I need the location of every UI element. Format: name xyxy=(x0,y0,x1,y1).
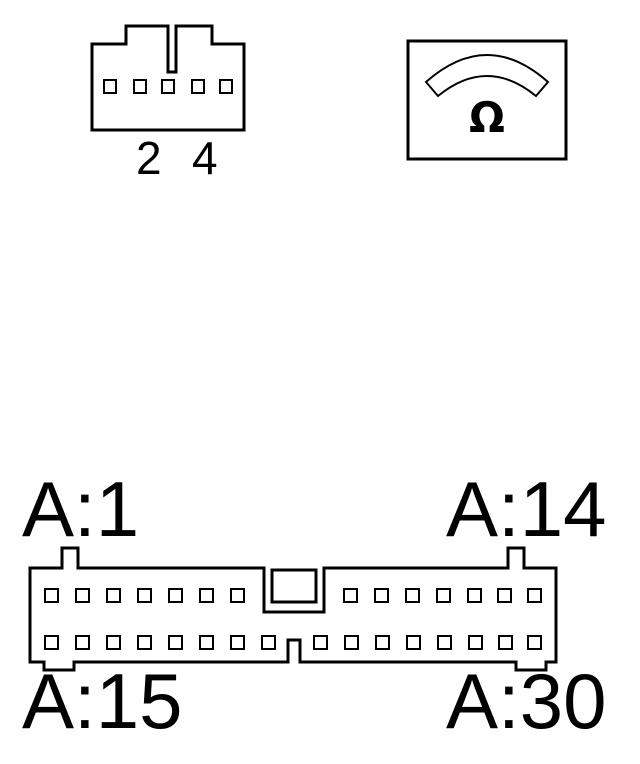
bottom-pin-cavity xyxy=(406,635,421,650)
small-connector-pins xyxy=(103,79,233,94)
label-a14: A:14 xyxy=(446,465,606,553)
label-a1: A:1 xyxy=(22,465,139,553)
top-pin-cavity xyxy=(44,588,59,603)
meter-scale-arc xyxy=(424,54,550,98)
bottom-pin-cavity xyxy=(261,635,276,650)
small-pin-cavity xyxy=(219,79,233,94)
top-pin-cavity xyxy=(497,588,512,603)
top-pin-cavity xyxy=(75,588,90,603)
bottom-pin-cavity xyxy=(75,635,90,650)
bottom-row-pins xyxy=(44,635,542,650)
keyway-latch xyxy=(270,568,318,604)
small-pin-cavity xyxy=(191,79,205,94)
small-connector: 2 4 xyxy=(90,24,246,184)
bottom-pin-cavity xyxy=(44,635,59,650)
ohm-symbol: Ω xyxy=(469,93,505,142)
top-pin-cavity xyxy=(467,588,482,603)
small-connector-body xyxy=(90,24,246,132)
top-pin-cavity xyxy=(106,588,121,603)
bottom-pin-cavity xyxy=(437,635,452,650)
bottom-pin-cavity xyxy=(344,635,359,650)
bottom-pin-cavity xyxy=(313,635,328,650)
top-pin-cavity xyxy=(168,588,183,603)
top-pin-cavity xyxy=(374,588,389,603)
top-pin-cavity xyxy=(199,588,214,603)
top-pin-cavity xyxy=(527,588,542,603)
bottom-pin-cavity xyxy=(498,635,513,650)
top-pin-cavity xyxy=(137,588,152,603)
label-a15: A:15 xyxy=(22,657,182,745)
large-connector xyxy=(28,546,558,672)
large-connector-body xyxy=(28,546,558,672)
ohmmeter-icon: Ω xyxy=(406,39,568,161)
top-pin-cavity xyxy=(230,588,245,603)
bottom-pin-cavity xyxy=(137,635,152,650)
bottom-pin-cavity xyxy=(199,635,214,650)
small-pin-cavity xyxy=(133,79,147,94)
top-row-pins xyxy=(44,588,542,603)
bottom-pin-cavity xyxy=(230,635,245,650)
pin-label-2: 2 xyxy=(136,132,162,184)
bottom-pin-cavity xyxy=(468,635,483,650)
bottom-pin-cavity xyxy=(375,635,390,650)
pin-label-4: 4 xyxy=(192,132,218,184)
small-pin-cavity xyxy=(161,79,175,94)
top-pin-cavity xyxy=(436,588,451,603)
top-pin-cavity xyxy=(405,588,420,603)
label-a30: A:30 xyxy=(446,657,606,745)
bottom-pin-cavity xyxy=(527,635,542,650)
bottom-pin-cavity xyxy=(168,635,183,650)
small-pin-cavity xyxy=(103,79,117,94)
top-pin-cavity xyxy=(343,588,358,603)
bottom-pin-cavity xyxy=(106,635,121,650)
